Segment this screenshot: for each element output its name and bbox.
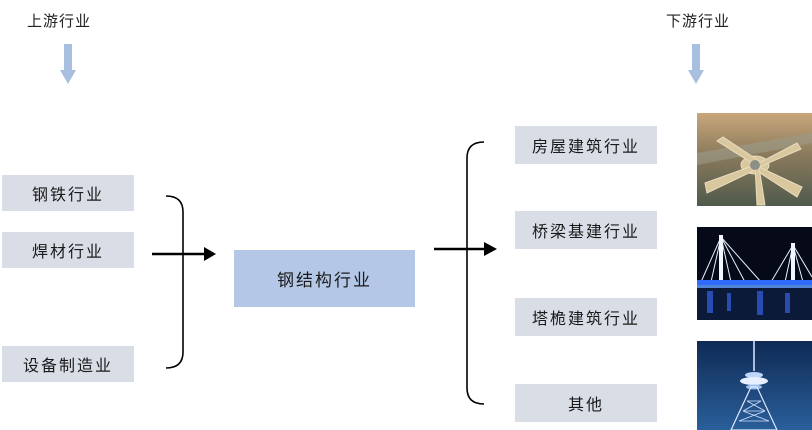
bridge-photo: [697, 227, 812, 320]
downstream-bracket: [466, 141, 485, 405]
upstream-item-steel: 钢铁行业: [2, 175, 134, 211]
downstream-item-building: 房屋建筑行业: [515, 126, 657, 164]
downstream-item-bridge: 桥梁基建行业: [515, 211, 657, 249]
arrow-from-center-head: [484, 242, 497, 256]
upstream-down-arrow-icon: [60, 44, 76, 84]
downstream-item-other: 其他: [515, 384, 657, 422]
upstream-bracket: [165, 195, 184, 369]
downstream-down-arrow-icon: [688, 44, 704, 84]
upstream-header: 上游行业: [27, 12, 92, 30]
downstream-header: 下游行业: [666, 12, 731, 30]
arrow-to-center-head: [204, 247, 216, 261]
downstream-item-tower: 塔桅建筑行业: [515, 298, 657, 336]
tower-photo: [697, 341, 812, 430]
center-steel-structure: 钢结构行业: [234, 250, 415, 307]
airport-photo: [697, 113, 812, 206]
upstream-item-welding: 焊材行业: [2, 232, 134, 268]
upstream-item-equipment: 设备制造业: [2, 346, 134, 382]
